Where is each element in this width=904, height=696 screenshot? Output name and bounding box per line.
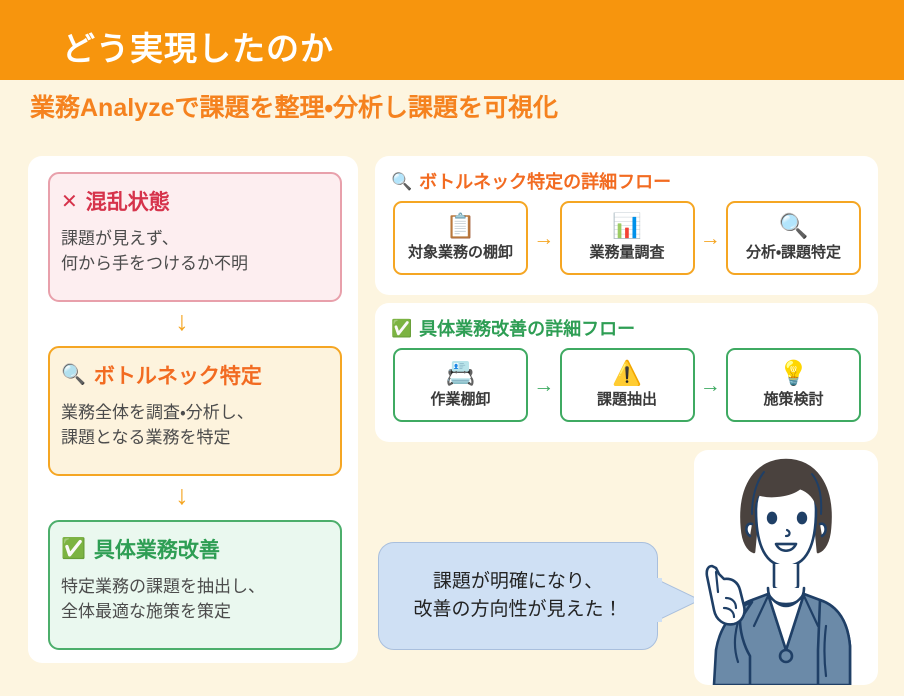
step-card-heading: ✅ 具体業務改善 [61,534,329,564]
improvement-detail-flow-panel: ✅ 具体業務改善の詳細フロー 📇 作業棚卸 → ⚠️ 課題抽出 → 💡 施策検討 [375,303,878,442]
left-flow-panel: ✕ 混乱状態 課題が見えず、 何から手をつけるか不明 ↓ 🔍 ボトルネック特定 … [28,156,358,663]
flow-arrow-icon: → [699,373,721,397]
step-card-heading: 🔍 ボトルネック特定 [61,360,329,390]
bar-chart-icon: 📊 [612,213,642,241]
flow-step-row: 📋 対象業務の棚卸 → 📊 業務量調査 → 🔍 分析・課題特定 [393,201,861,275]
magnifier-icon: 🔍 [61,364,86,386]
card-index-icon: 📇 [445,360,476,388]
step-connector-arrow: ↓ [175,306,189,336]
step-card-body-line: 業務全体を調査・分析し、 [61,403,254,422]
flow-step-box[interactable]: 📊 業務量調査 [559,201,695,275]
step-card-body: 課題が見えず、 何から手をつけるか不明 [61,227,329,276]
speech-bubble-line: 改善の方向性が見えた！ [413,599,623,620]
step-card-body-line: 課題が見えず、 [61,229,179,248]
flow-step-box[interactable]: 📋 対象業務の棚卸 [393,201,528,275]
step-card-confusion[interactable]: ✕ 混乱状態 課題が見えず、 何から手をつけるか不明 [48,172,342,302]
clipboard-icon: 📋 [445,213,476,241]
check-box-icon: ✅ [391,318,413,338]
illustration-panel [694,450,878,685]
step-card-heading: ✕ 混乱状態 [61,186,329,216]
step-card-bottleneck[interactable]: 🔍 ボトルネック特定 業務全体を調査・分析し、 課題となる業務を特定 [48,346,342,476]
light-bulb-icon: 💡 [778,360,809,388]
speech-bubble: 課題が明確になり、 改善の方向性が見えた！ [378,542,658,650]
step-card-body-line: 課題となる業務を特定 [61,427,231,447]
flow-step-label: 課題抽出 [596,390,657,408]
flow-step-label: 施策検討 [763,390,824,408]
flow-arrow-icon: → [533,226,555,250]
bottleneck-detail-flow-panel: 🔍 ボトルネック特定の詳細フロー 📋 対象業務の棚卸 → 📊 業務量調査 → 🔍… [375,156,878,295]
flow-panel-title-text: 具体業務改善の詳細フロー [419,319,636,339]
flow-step-label: 分析・課題特定 [745,243,842,261]
page-subtitle: 業務Analyzeで課題を整理・分析し課題を可視化 [30,94,558,122]
flow-step-label: 業務量調査 [589,243,665,261]
step-card-body-line: 特定業務の課題を抽出し、 [61,577,265,596]
step-card-title: 具体業務改善 [93,539,220,562]
header-banner [0,0,904,80]
step-connector-arrow: ↓ [175,480,189,510]
check-box-icon: ✅ [61,538,86,560]
step-card-title: ボトルネック特定 [93,365,262,388]
flow-step-label: 作業棚卸 [430,390,491,408]
speech-bubble-tail [654,578,700,622]
page-title: どう実現したのか [62,30,334,67]
flow-arrow-icon: → [533,373,555,397]
step-card-body: 特定業務の課題を抽出し、 全体最適な施策を策定 [61,575,329,624]
flow-step-box[interactable]: 💡 施策検討 [726,348,861,422]
step-card-title: 混乱状態 [85,191,170,214]
speech-bubble-line: 課題が明確になり、 [432,570,604,592]
flow-step-box[interactable]: 🔍 分析・課題特定 [726,201,861,275]
warning-icon: ⚠️ [612,360,642,388]
flow-arrow-icon: → [699,226,721,250]
flow-panel-title-text: ボトルネック特定の詳細フロー [419,172,672,192]
flow-step-row: 📇 作業棚卸 → ⚠️ 課題抽出 → 💡 施策検討 [393,348,861,422]
step-card-body-line: 全体最適な施策を策定 [61,601,231,621]
flow-step-box[interactable]: 📇 作業棚卸 [393,348,528,422]
step-card-body-line: 何から手をつけるか不明 [61,253,248,273]
step-card-improvement[interactable]: ✅ 具体業務改善 特定業務の課題を抽出し、 全体最適な施策を策定 [48,520,342,650]
step-card-body: 業務全体を調査・分析し、 課題となる業務を特定 [61,401,329,450]
flow-step-box[interactable]: ⚠️ 課題抽出 [559,348,695,422]
businesswoman-pointing-up-illustration [705,458,852,685]
magnifier-icon: 🔍 [778,213,809,241]
flow-panel-title: ✅ 具体業務改善の詳細フロー [391,315,635,341]
magnifier-icon: 🔍 [391,171,413,191]
flow-step-label: 対象業務の棚卸 [407,243,513,261]
flow-panel-title: 🔍 ボトルネック特定の詳細フロー [391,168,671,194]
cross-mark-icon: ✕ [61,190,78,213]
